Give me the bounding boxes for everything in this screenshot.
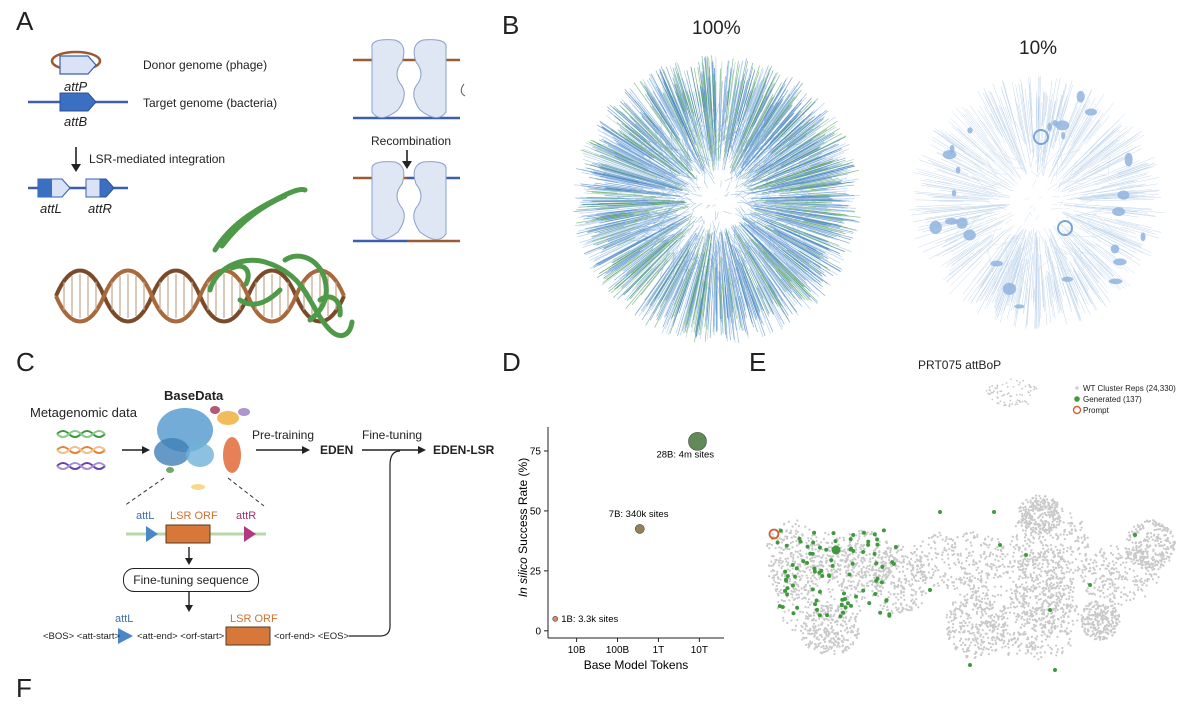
legend-wt-marker bbox=[1075, 386, 1079, 390]
legend-generated: Generated (137) bbox=[1083, 394, 1176, 405]
legend-generated-marker bbox=[1074, 396, 1080, 402]
umap-wt-points bbox=[766, 378, 1176, 660]
legend-prompt: Prompt bbox=[1083, 405, 1176, 416]
umap-legend: WT Cluster Reps (24,330) Generated (137)… bbox=[1083, 383, 1176, 416]
generated-cluster bbox=[832, 546, 841, 555]
legend-prompt-marker bbox=[1074, 407, 1081, 414]
legend-wt: WT Cluster Reps (24,330) bbox=[1083, 383, 1176, 394]
